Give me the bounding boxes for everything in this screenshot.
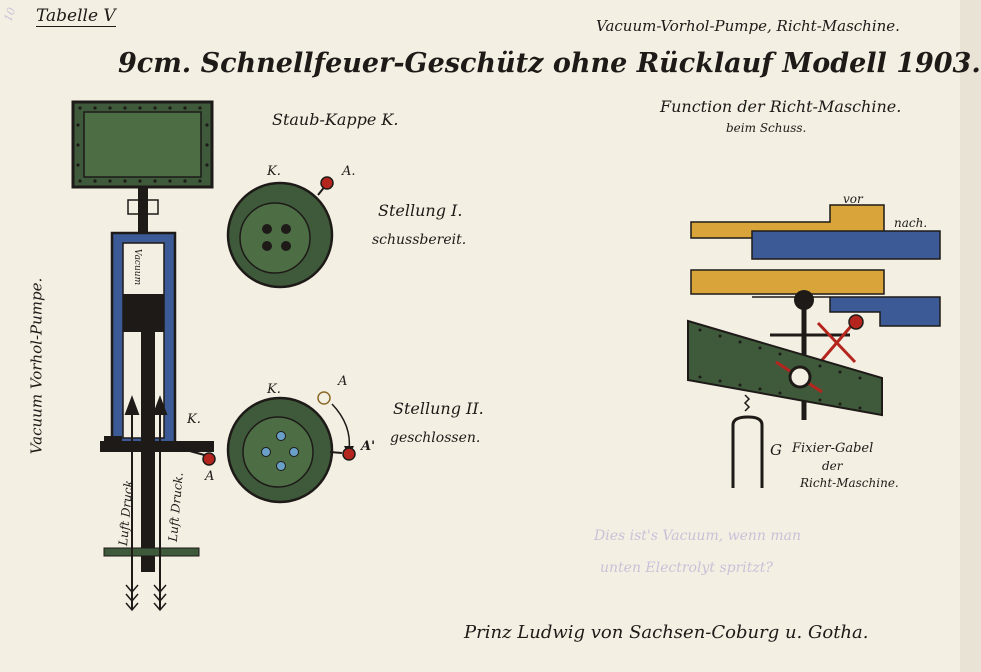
pos1-title: Stellung I. [378, 201, 463, 220]
pos1-letter-a: A. [342, 164, 356, 179]
pos2-letter-a-prime: A' [361, 439, 376, 454]
dust-cap-heading: Staub-Kappe K. [272, 110, 399, 129]
pump-letter-k: K. [187, 412, 201, 427]
richt-title: Function der Richt-Maschine. [660, 97, 902, 116]
technical-drawing [71, 100, 941, 612]
pump-piston [123, 294, 164, 332]
vacuum-pump-drawing [71, 100, 216, 612]
pos1-caption: schussbereit. [372, 232, 467, 248]
pump-chamber-label: Vacuum [132, 248, 143, 286]
pencil-note-line-1: Dies ist's Vacuum, wenn man [594, 528, 802, 544]
main-title: 9cm. Schnellfeuer-Geschütz ohne Rücklauf… [118, 48, 981, 79]
pos2-letter-k: K. [267, 382, 281, 397]
signature: Prinz Ludwig von Sachsen-Coburg u. Gotha… [464, 622, 869, 643]
pos2-letter-a: A [338, 374, 348, 389]
pump-vertical-label: Vacuum Vorhol-Pumpe. [27, 277, 46, 455]
richt-maschine-drawing [687, 204, 941, 488]
pos2-caption: geschlossen. [390, 430, 481, 446]
richt-subtitle: beim Schuss. [726, 121, 807, 135]
plate-label: Tabelle V [36, 6, 116, 27]
label-nach: nach. [894, 216, 928, 230]
dust-cap-position-2 [226, 391, 356, 504]
label-g: G [770, 441, 782, 459]
richt-caption-3: Richt-Maschine. [800, 476, 899, 490]
pump-letter-a: A [205, 469, 215, 484]
pencil-note-line-2: unten Electrolyt spritzt? [600, 560, 773, 576]
richt-caption-2: der [822, 459, 843, 473]
pos1-letter-k: K. [267, 164, 281, 179]
header-right: Vacuum-Vorhol-Pumpe, Richt-Maschine. [596, 17, 900, 35]
richt-caption-1: Fixier-Gabel [792, 441, 874, 456]
label-vor: vor [843, 192, 863, 206]
pos2-title: Stellung II. [393, 399, 484, 418]
dust-cap-position-1 [226, 176, 334, 289]
